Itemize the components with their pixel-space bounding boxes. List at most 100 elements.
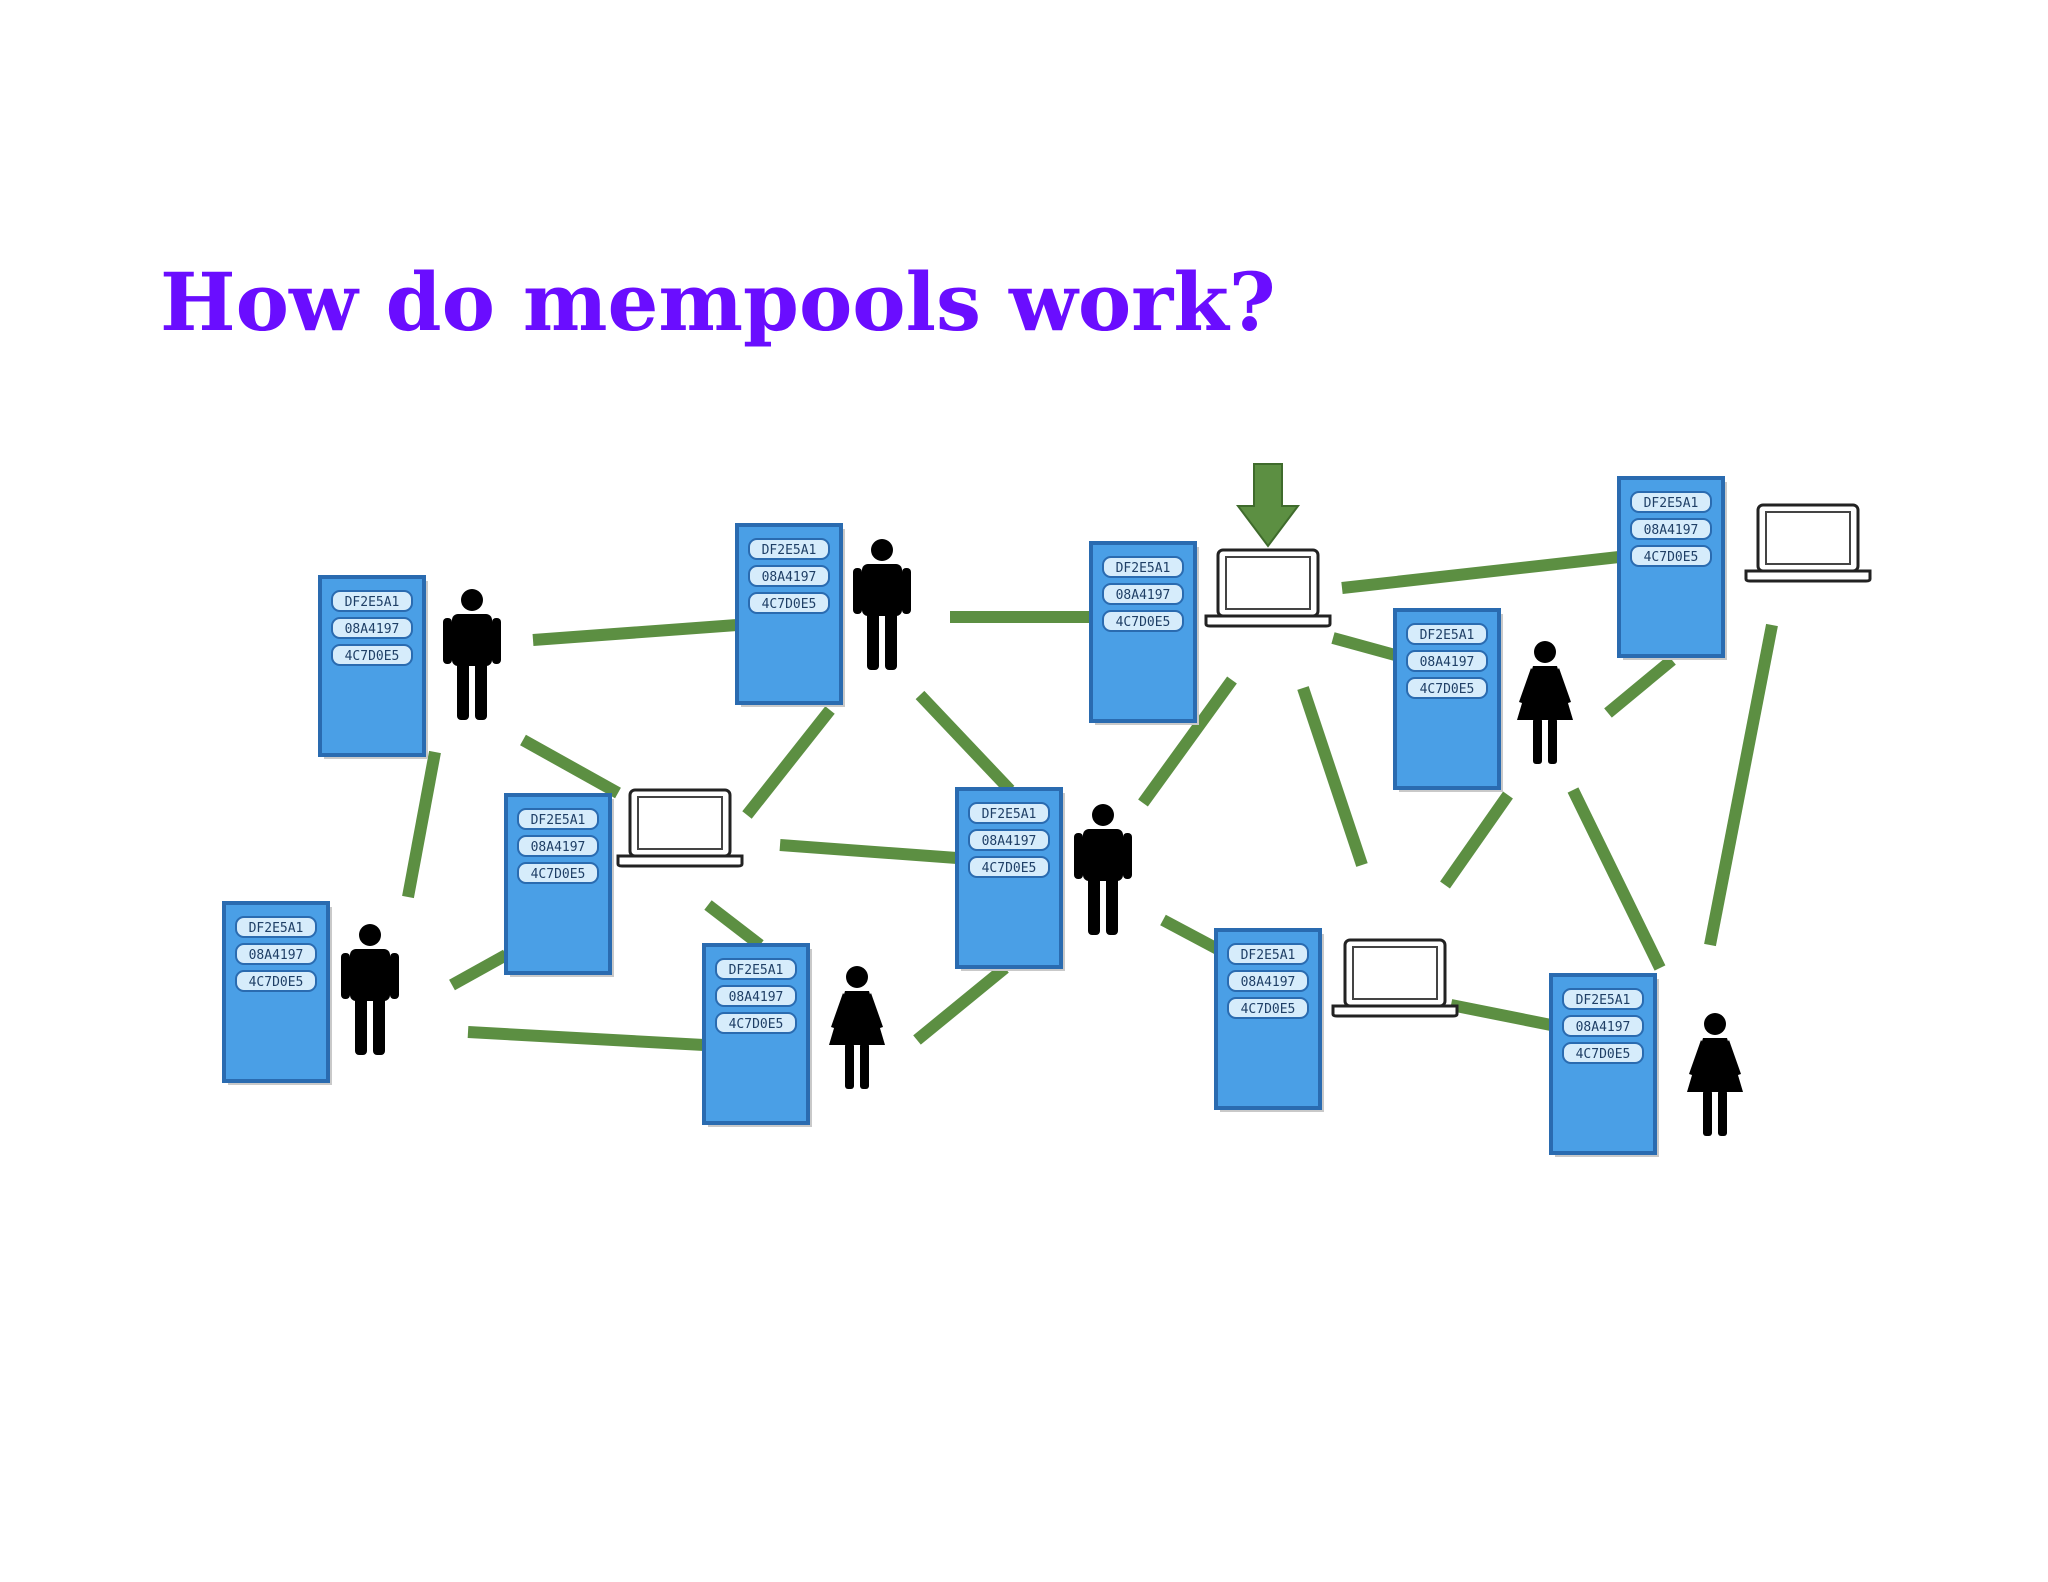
network-link	[449, 949, 509, 991]
transaction-id: 4C7D0E5	[1576, 1047, 1631, 1062]
laptop-icon	[1331, 938, 1459, 1018]
network-link	[520, 734, 621, 799]
transaction-id-pill	[331, 644, 413, 666]
transaction-id-pill	[715, 1012, 797, 1034]
laptop-icon	[1204, 548, 1332, 628]
transaction-id-pill	[715, 985, 797, 1007]
transaction-id: DF2E5A1	[982, 807, 1037, 822]
down-arrow-icon	[1236, 463, 1300, 548]
transaction-id-pill	[748, 565, 830, 587]
transaction-id: 08A4197	[762, 570, 817, 585]
transaction-id: 4C7D0E5	[345, 649, 400, 664]
transaction-id-pill	[715, 958, 797, 980]
transaction-id-pill	[517, 808, 599, 830]
transaction-id-pill	[1630, 491, 1712, 513]
woman-icon	[1517, 641, 1573, 764]
transaction-id: 08A4197	[1644, 523, 1699, 538]
transaction-id: 4C7D0E5	[982, 861, 1037, 876]
transaction-id-pill	[235, 970, 317, 992]
network-links	[402, 551, 1778, 1051]
transaction-id: 4C7D0E5	[1644, 550, 1699, 565]
man-icon	[853, 539, 911, 670]
transaction-id-pill	[1227, 943, 1309, 965]
mempool-server: DF2E5A1 08A4197 4C7D0E5	[1214, 928, 1324, 1112]
transaction-id: DF2E5A1	[249, 921, 304, 936]
transaction-id: 08A4197	[345, 622, 400, 637]
transaction-id: 4C7D0E5	[1420, 682, 1475, 697]
transaction-id-pill	[1562, 988, 1644, 1010]
transaction-id-pill	[748, 592, 830, 614]
page-title: How do mempools work?	[160, 255, 1276, 349]
transaction-id-pill	[1406, 623, 1488, 645]
mempool-server: DF2E5A1 08A4197 4C7D0E5	[955, 787, 1065, 971]
network-nodes: DF2E5A108A41974C7D0E5DF2E5A108A41974C7D0…	[222, 463, 1872, 1157]
transaction-id: 08A4197	[531, 840, 586, 855]
transaction-id-pill	[1227, 970, 1309, 992]
network-link	[1567, 787, 1666, 971]
transaction-id-pill	[235, 916, 317, 938]
mempool-server: DF2E5A1 08A4197 4C7D0E5	[1617, 476, 1727, 660]
transaction-id: DF2E5A1	[729, 963, 784, 978]
transaction-id: 4C7D0E5	[729, 1017, 784, 1032]
transaction-id: DF2E5A1	[1116, 561, 1171, 576]
laptop-icon	[1744, 503, 1872, 583]
transaction-id-pill	[1227, 997, 1309, 1019]
transaction-id-pill	[968, 802, 1050, 824]
network-link	[532, 619, 738, 646]
network-link	[1138, 676, 1237, 807]
network-link	[1341, 551, 1620, 594]
network-link	[742, 706, 835, 819]
transaction-id: DF2E5A1	[1576, 993, 1631, 1008]
network-link	[467, 1026, 705, 1051]
transaction-id: 08A4197	[1241, 975, 1296, 990]
transaction-id-pill	[1562, 1042, 1644, 1064]
transaction-id-pill	[1562, 1015, 1644, 1037]
network-link	[1704, 623, 1778, 947]
transaction-id: DF2E5A1	[1644, 496, 1699, 511]
transaction-id: DF2E5A1	[531, 813, 586, 828]
man-icon	[443, 589, 501, 720]
network-link	[779, 839, 958, 864]
transaction-id: 08A4197	[982, 834, 1037, 849]
transaction-id-pill	[331, 590, 413, 612]
transaction-id-pill	[1102, 556, 1184, 578]
transaction-id-pill	[1630, 545, 1712, 567]
transaction-id-pill	[235, 943, 317, 965]
man-icon	[1074, 804, 1132, 935]
transaction-id: DF2E5A1	[762, 543, 817, 558]
transaction-id-pill	[517, 862, 599, 884]
transaction-id-pill	[1102, 583, 1184, 605]
transaction-id-pill	[1630, 518, 1712, 540]
network-link	[1331, 632, 1397, 661]
transaction-id-pill	[968, 829, 1050, 851]
network-link	[1440, 791, 1513, 889]
woman-icon	[829, 966, 885, 1089]
transaction-id: 08A4197	[249, 948, 304, 963]
laptop-icon	[616, 788, 744, 868]
mempool-server: DF2E5A1 08A4197 4C7D0E5	[1089, 541, 1199, 725]
network-link	[1449, 999, 1553, 1031]
woman-icon	[1687, 1013, 1743, 1136]
transaction-id: 08A4197	[1420, 655, 1475, 670]
transaction-id: DF2E5A1	[345, 595, 400, 610]
transaction-id: DF2E5A1	[1241, 948, 1296, 963]
transaction-id-pill	[748, 538, 830, 560]
transaction-id: 4C7D0E5	[1116, 615, 1171, 630]
mempool-server: DF2E5A1 08A4197 4C7D0E5	[1393, 608, 1503, 792]
transaction-id-pill	[1102, 610, 1184, 632]
transaction-id: DF2E5A1	[1420, 628, 1475, 643]
transaction-id-pill	[1406, 677, 1488, 699]
network-link	[704, 900, 764, 950]
man-icon	[341, 924, 399, 1055]
mempool-server: DF2E5A1 08A4197 4C7D0E5	[735, 523, 845, 707]
transaction-id: 4C7D0E5	[762, 597, 817, 612]
transaction-id-pill	[968, 856, 1050, 878]
mempool-server: DF2E5A1 08A4197 4C7D0E5	[318, 575, 428, 759]
transaction-id: 4C7D0E5	[1241, 1002, 1296, 1017]
transaction-id: 08A4197	[1116, 588, 1171, 603]
mempool-server: DF2E5A1 08A4197 4C7D0E5	[222, 901, 332, 1085]
transaction-id: 4C7D0E5	[249, 975, 304, 990]
